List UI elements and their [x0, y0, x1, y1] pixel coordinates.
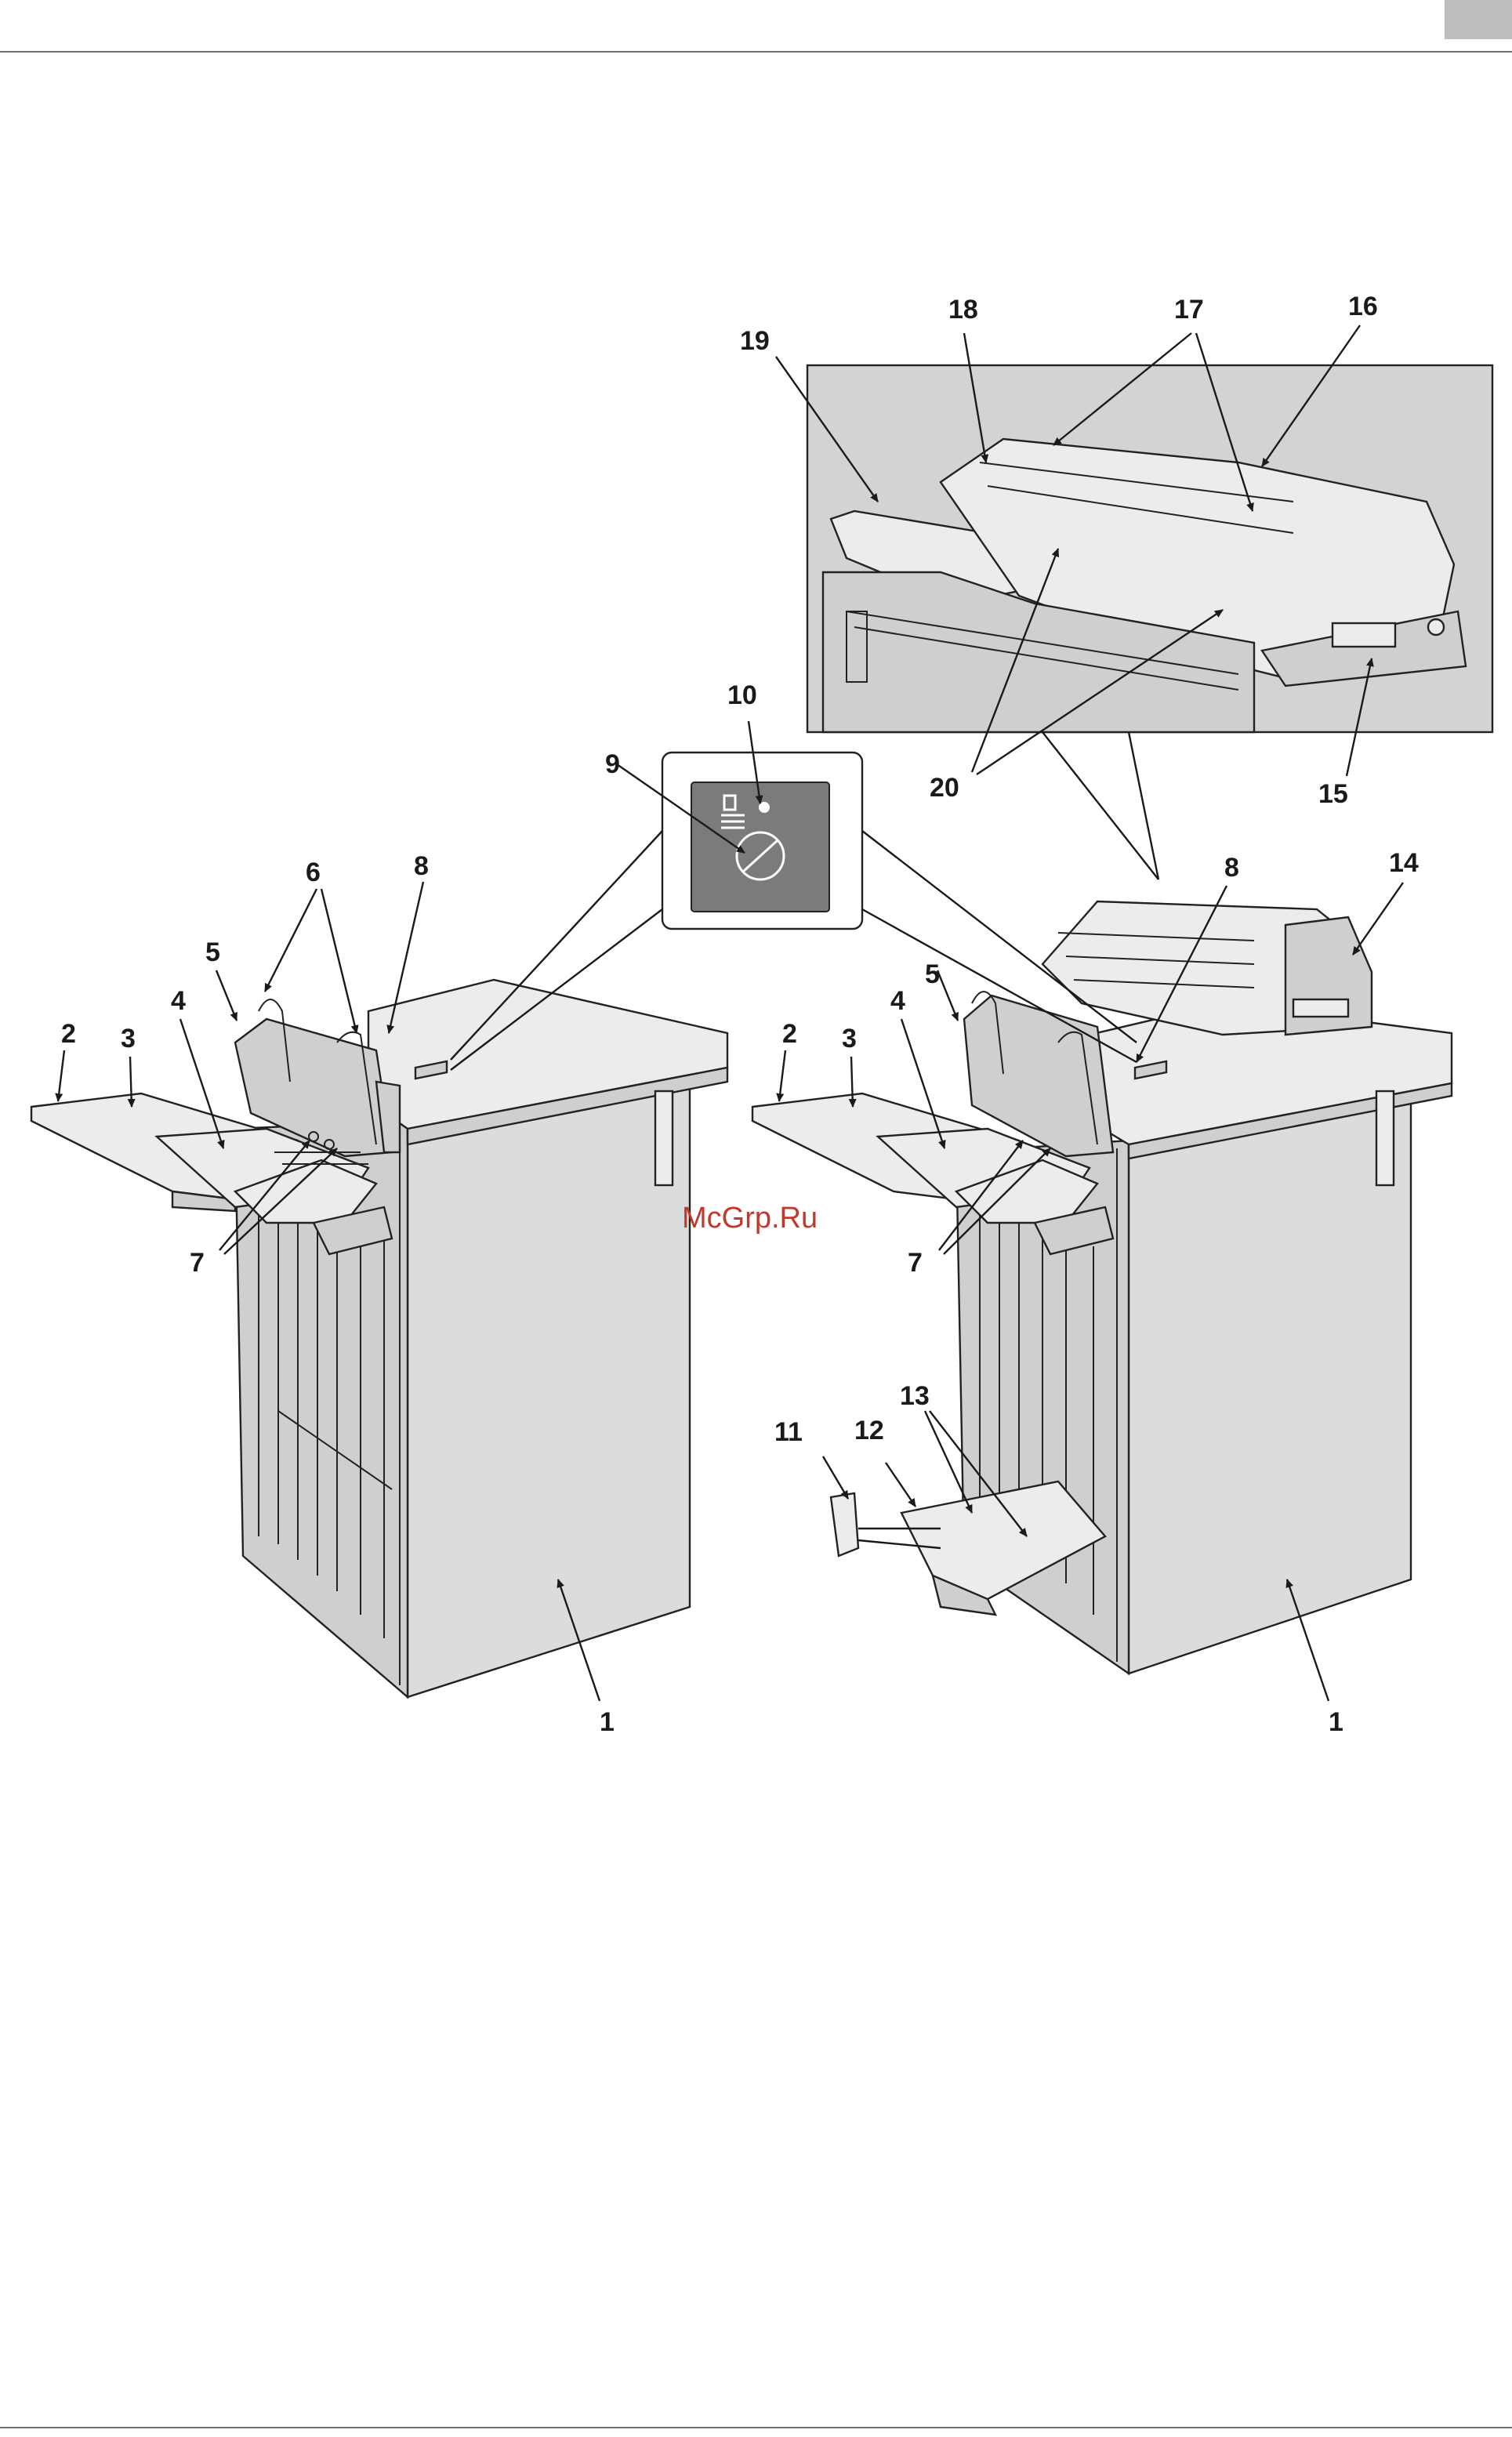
callout-2-right: 2: [782, 1019, 797, 1049]
callout-13: 13: [900, 1381, 930, 1411]
callout-1-right: 1: [1329, 1707, 1343, 1737]
watermark-text: McGrp.Ru: [682, 1202, 818, 1235]
callout-20: 20: [930, 773, 959, 803]
callout-4-right: 4: [890, 986, 905, 1016]
control-panel-inset: [662, 752, 862, 929]
callout-10: 10: [727, 680, 757, 710]
callout-7-right: 7: [908, 1248, 923, 1278]
insertion-unit-inset: [807, 365, 1492, 732]
callout-19: 19: [740, 326, 770, 356]
callout-8-right: 8: [1224, 853, 1239, 883]
callout-2-left: 2: [61, 1019, 76, 1049]
callout-6: 6: [306, 858, 321, 887]
callout-14: 14: [1389, 848, 1419, 878]
callout-9: 9: [605, 749, 620, 779]
callout-5-right: 5: [925, 959, 940, 989]
callout-7-left: 7: [190, 1248, 205, 1278]
callout-17: 17: [1174, 295, 1204, 325]
callout-1-left: 1: [600, 1707, 615, 1737]
callout-8-left: 8: [414, 851, 429, 881]
callout-18: 18: [948, 295, 978, 325]
left-finisher: [31, 980, 727, 1697]
callout-5-left: 5: [205, 937, 220, 967]
callout-3-left: 3: [121, 1024, 136, 1053]
callout-16: 16: [1348, 292, 1378, 321]
callout-12: 12: [854, 1416, 884, 1445]
callout-15: 15: [1318, 779, 1348, 809]
right-finisher: [752, 901, 1452, 1674]
callout-4-left: 4: [171, 986, 186, 1016]
callout-3-right: 3: [842, 1024, 857, 1053]
callout-11: 11: [774, 1417, 803, 1447]
